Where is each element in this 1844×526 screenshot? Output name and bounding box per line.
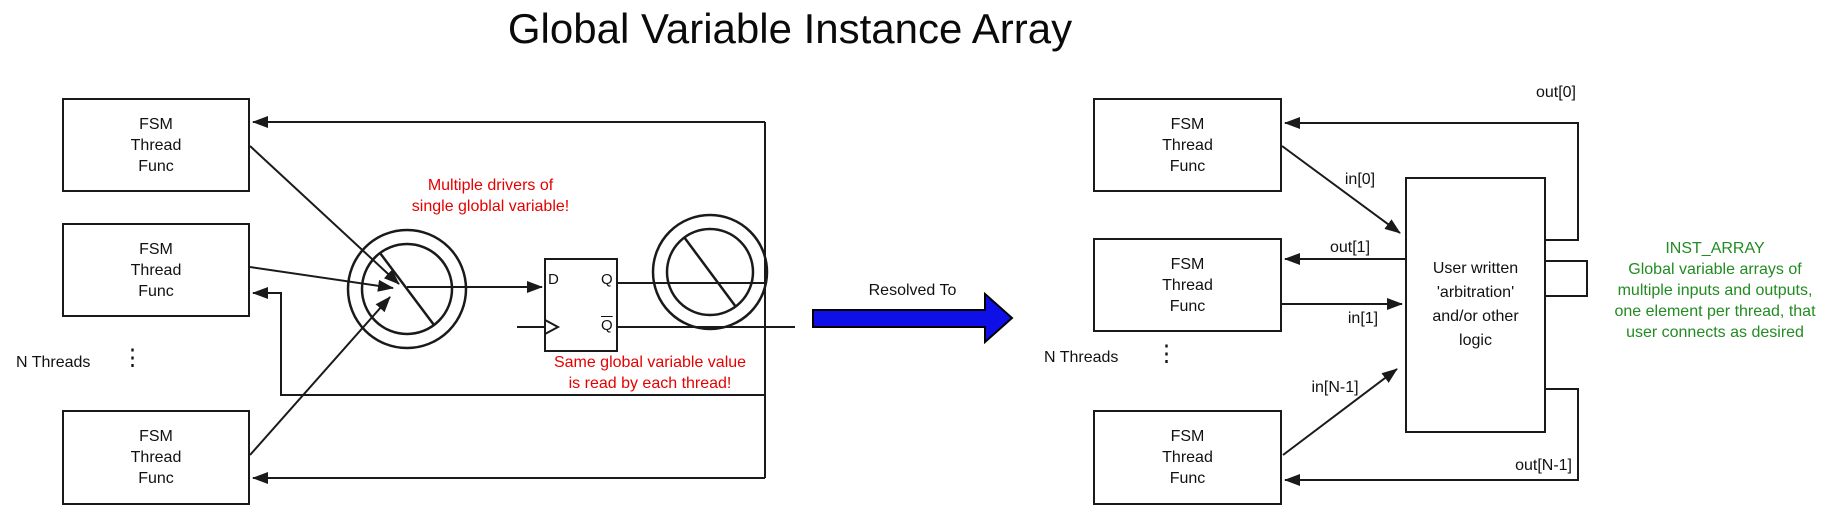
note-line: single globlal variable! xyxy=(411,198,570,215)
outN-wire xyxy=(1284,388,1579,486)
note-inst-array: INST_ARRAY Global variable arrays of mul… xyxy=(1586,238,1844,343)
fsm-box-line: Func xyxy=(138,470,174,487)
right-wires xyxy=(1281,117,1588,486)
fsm-box-line: FSM xyxy=(139,115,173,133)
note-line: is read by each thread! xyxy=(568,375,732,392)
arbitration-line: and/or other xyxy=(1432,308,1519,325)
wire-label-in0: in[0] xyxy=(1344,171,1376,188)
note-line: multiple inputs and outputs, xyxy=(1617,282,1813,299)
wire-label-in1: in[1] xyxy=(1347,310,1379,327)
flipflop-d-pin: D xyxy=(548,271,559,288)
arbitration-line: logic xyxy=(1459,332,1492,349)
fsm-box-line: FSM xyxy=(1170,115,1205,133)
fsm-box-line: Func xyxy=(138,157,174,175)
thread2-driver-wire xyxy=(249,266,394,292)
fsm-thread-box-1: FSM Thread Func xyxy=(62,98,250,192)
wire-label-inN: in[N-1] xyxy=(1311,379,1359,396)
n-threads-label-left: N Threads xyxy=(16,354,91,371)
left-wires xyxy=(249,116,795,484)
wire-label-out1: out[1] xyxy=(1329,239,1371,256)
no-symbol-drivers xyxy=(346,228,468,350)
note-line: one element per thread, that xyxy=(1614,303,1816,320)
fsm-box-line: FSM xyxy=(1170,255,1205,273)
thread1-driver-wire xyxy=(249,145,400,285)
ellipsis-left: ⋮ xyxy=(121,344,144,370)
inN-wire xyxy=(1282,368,1398,456)
fsm-thread-box-r3: FSM Thread Func xyxy=(1093,410,1282,505)
note-line: Multiple drivers of xyxy=(427,177,554,194)
fsm-box-line: Thread xyxy=(130,449,182,466)
fsm-box-line: Thread xyxy=(130,261,182,279)
fsm-box-line: FSM xyxy=(139,240,173,258)
resolved-to-arrow-icon xyxy=(812,291,1014,345)
no-symbol-readers xyxy=(651,213,769,331)
arbitration-line: User written xyxy=(1432,260,1519,277)
resolved-to-label: Resolved To xyxy=(868,282,957,299)
note-line: Same global variable value xyxy=(553,354,747,371)
wire-label-out0: out[0] xyxy=(1535,84,1576,101)
clock-triangle-icon xyxy=(544,319,561,335)
thread3-driver-wire xyxy=(249,296,391,456)
fsm-box-line: Thread xyxy=(1162,276,1213,294)
fsm-box-line: Func xyxy=(1169,297,1206,315)
note-line: INST_ARRAY xyxy=(1665,240,1765,257)
note-multiple-drivers: Multiple drivers of single globlal varia… xyxy=(368,175,613,217)
arbitration-line: 'arbitration' xyxy=(1436,284,1515,301)
note-line: user connects as desired xyxy=(1626,324,1804,341)
arbitration-logic-box: User written 'arbitration' and/or other … xyxy=(1405,177,1546,433)
fsm-box-line: FSM xyxy=(1170,428,1205,445)
flip-flop-symbol xyxy=(544,258,618,352)
fsm-thread-box-2: FSM Thread Func xyxy=(62,223,250,317)
fsm-box-line: Thread xyxy=(130,136,182,154)
fsm-box-line: Thread xyxy=(1162,136,1213,154)
fsm-box-line: Func xyxy=(1169,157,1206,175)
out0-wire xyxy=(1284,117,1579,241)
n-threads-label-right: N Threads xyxy=(1044,349,1119,366)
note-line: Global variable arrays of xyxy=(1628,261,1802,278)
feedback-wire-to-thread2 xyxy=(252,287,765,396)
fsm-box-line: Thread xyxy=(1162,449,1213,466)
fsm-thread-box-r2: FSM Thread Func xyxy=(1093,238,1282,332)
page-title: Global Variable Instance Array xyxy=(507,5,1073,52)
fsm-box-line: Func xyxy=(138,282,174,300)
note-same-value: Same global variable value is read by ea… xyxy=(524,352,776,394)
in0-wire xyxy=(1281,145,1401,234)
fsm-thread-box-r1: FSM Thread Func xyxy=(1093,98,1282,192)
out1-loop-notch xyxy=(1546,260,1588,297)
wire-label-outN: out[N-1] xyxy=(1515,457,1572,474)
ellipsis-right: ⋮ xyxy=(1155,340,1178,366)
fsm-thread-box-3: FSM Thread Func xyxy=(62,410,250,505)
fsm-box-line: FSM xyxy=(139,428,173,445)
fsm-box-line: Func xyxy=(1169,470,1206,487)
flipflop-q-pin: Q xyxy=(601,271,613,288)
flipflop-qbar-pin: Q xyxy=(601,317,613,334)
